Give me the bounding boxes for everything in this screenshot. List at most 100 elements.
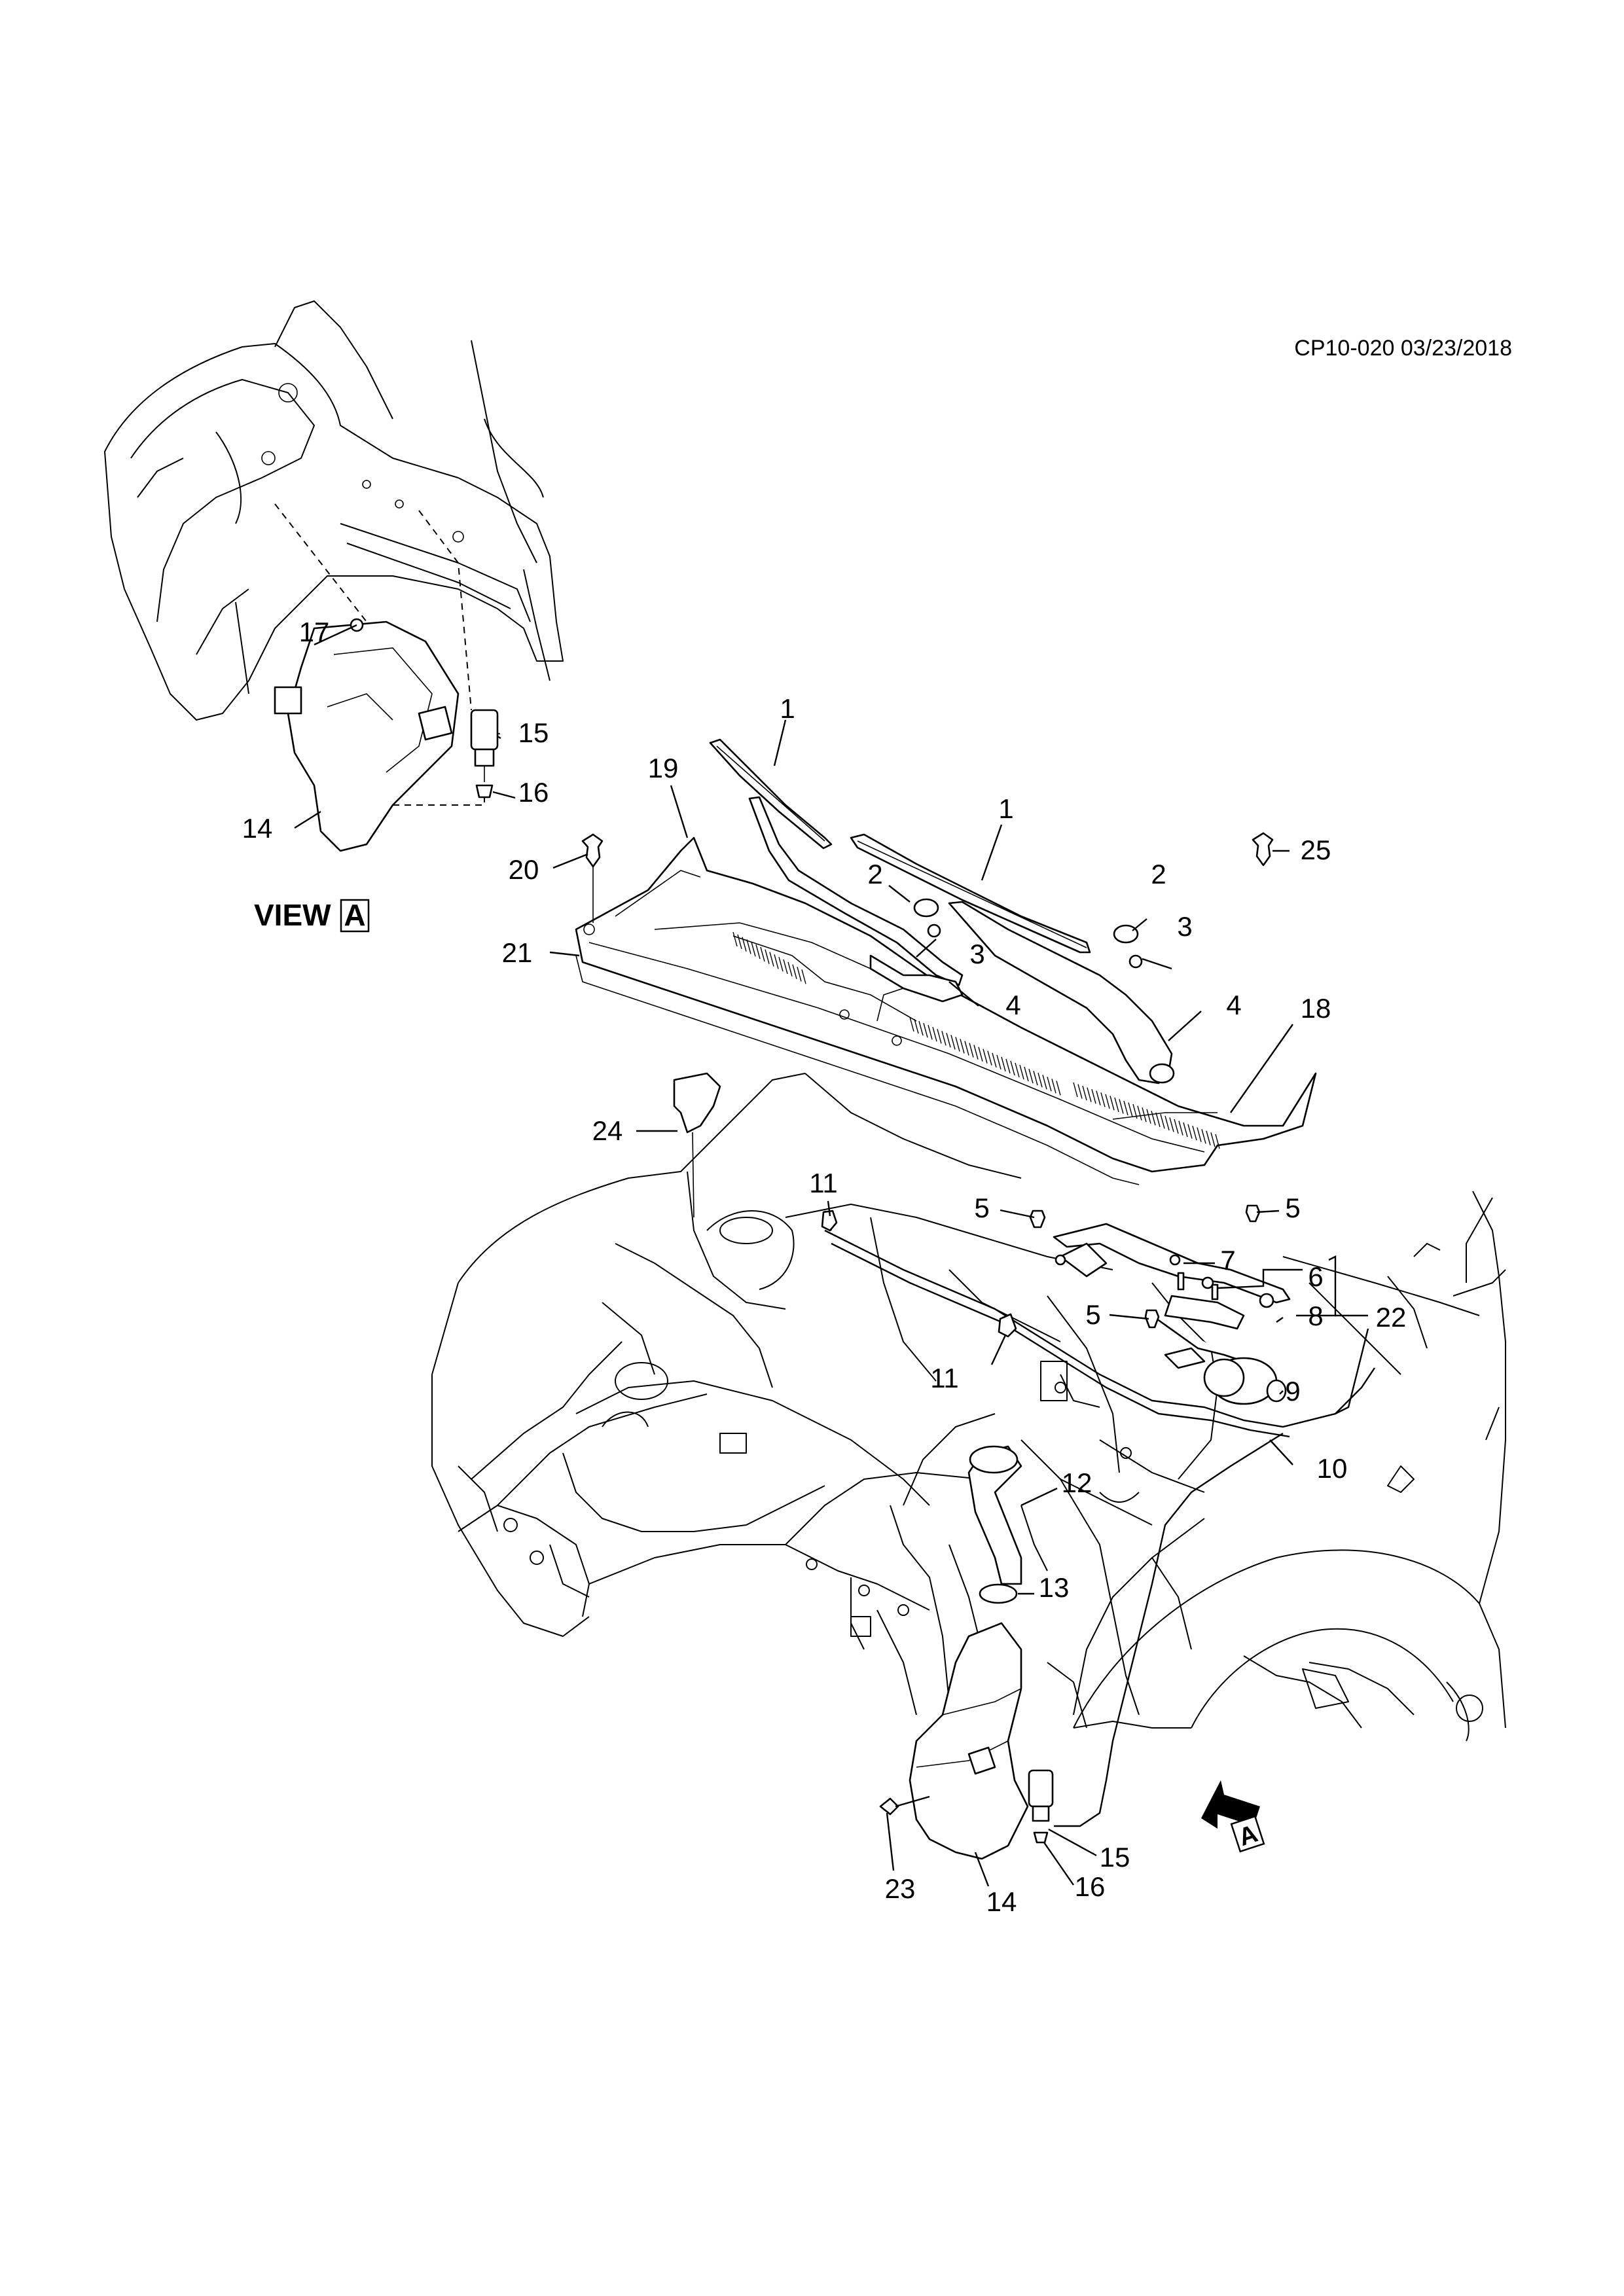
grille-hatch-line <box>778 956 784 972</box>
callout-4-arm-left: 4 <box>1005 990 1020 1020</box>
grille-hatch-line <box>1038 1073 1043 1088</box>
grille-hatch-line <box>914 1018 919 1034</box>
grille-hatch-line <box>1178 1121 1183 1136</box>
grille-hatch-line <box>1024 1066 1029 1082</box>
callout-1-blade-left: 1 <box>780 693 795 724</box>
grille-hatch-line <box>992 1052 997 1067</box>
grille-hatch-line <box>1110 1096 1115 1111</box>
callout-2-cap-right: 2 <box>1151 859 1166 889</box>
grille-hatch-line <box>1151 1111 1156 1126</box>
callout-17: 17 <box>299 617 330 647</box>
callout-20: 20 <box>509 854 539 885</box>
callout-1-blade-right: 1 <box>998 793 1013 824</box>
callout-labels: 1 1 2 2 3 3 4 4 5 5 5 6 7 8 9 10 11 11 1… <box>242 617 1407 1917</box>
grille-hatch-line <box>1105 1094 1110 1109</box>
grille-hatch-line <box>1015 1062 1020 1078</box>
reference-code: CP10-020 03/23/2018 <box>1294 336 1512 361</box>
grille-hatch-line <box>1005 1058 1011 1074</box>
grille-hatch-line <box>1100 1092 1106 1107</box>
view-a-label: VIEW A <box>254 898 370 933</box>
grille-hatch-line <box>1155 1112 1161 1128</box>
grille-hatch-line <box>909 1016 914 1032</box>
grille-hatch-line <box>987 1050 992 1066</box>
cowl-vent-grilles <box>732 931 1220 1149</box>
grille-hatch-line <box>1164 1115 1170 1131</box>
grille-hatch-line <box>797 967 802 982</box>
grille-hatch-line <box>1056 1081 1061 1096</box>
grille-hatch-line <box>769 952 774 967</box>
callout-11-lower: 11 <box>930 1363 959 1393</box>
callout-5-bolt-right: 5 <box>1285 1193 1300 1223</box>
grille-hatch-line <box>1096 1090 1101 1105</box>
callout-3-nut-left: 3 <box>969 939 984 969</box>
grille-hatch-line <box>978 1047 983 1062</box>
grille-hatch-line <box>960 1039 965 1054</box>
callout-4-arm-right: 4 <box>1226 990 1241 1020</box>
grille-hatch-line <box>765 949 770 964</box>
grille-hatch-line <box>923 1022 928 1038</box>
grille-hatch-line <box>964 1041 969 1056</box>
grille-hatch-line <box>1051 1079 1056 1094</box>
grille-hatch-line <box>1142 1107 1147 1122</box>
grille-hatch-line <box>1073 1082 1078 1098</box>
grille-hatch-line <box>928 1024 933 1040</box>
callout-11-upper: 11 <box>809 1168 838 1198</box>
grille-hatch-line <box>792 964 797 979</box>
callout-16-inset: 16 <box>518 777 549 808</box>
callout-16-main: 16 <box>1075 1871 1106 1902</box>
grille-hatch-line <box>1183 1122 1188 1138</box>
grille-hatch-line <box>1210 1132 1216 1147</box>
grille-hatch-line <box>1019 1064 1024 1080</box>
grille-hatch-line <box>973 1045 979 1060</box>
grille-hatch-line <box>1119 1099 1124 1114</box>
callout-5-bolt-upper-left: 5 <box>974 1193 989 1223</box>
grille-hatch-line <box>1114 1097 1119 1113</box>
grille-hatch-line <box>932 1027 937 1042</box>
callout-8: 8 <box>1308 1300 1323 1331</box>
grille-hatch-line <box>941 1031 947 1046</box>
grille-hatch-line <box>969 1043 974 1058</box>
view-label-letter: A <box>344 898 365 932</box>
wiper-arms <box>748 796 1175 1085</box>
callout-19: 19 <box>648 753 679 783</box>
grille-hatch-line <box>1137 1105 1142 1121</box>
grille-hatch-line <box>1169 1117 1174 1132</box>
callout-18: 18 <box>1301 993 1331 1024</box>
grille-hatch-line <box>1042 1075 1047 1090</box>
grille-hatch-line <box>1033 1070 1038 1086</box>
wiper-linkage-and-motor <box>581 832 1291 1405</box>
grille-hatch-line <box>1028 1068 1034 1084</box>
grille-hatch-line <box>1087 1087 1092 1102</box>
callout-13: 13 <box>1039 1572 1070 1603</box>
grille-hatch-line <box>1192 1125 1197 1141</box>
grille-hatch-line <box>946 1033 951 1048</box>
callout-9: 9 <box>1285 1376 1300 1407</box>
grille-hatch-line <box>1174 1119 1179 1134</box>
callout-6: 6 <box>1308 1261 1323 1292</box>
callout-3-nut-right: 3 <box>1177 911 1192 942</box>
callout-7: 7 <box>1220 1245 1235 1276</box>
grille-hatch-line <box>1047 1077 1052 1092</box>
view-a-arrow: A <box>1201 1780 1265 1853</box>
grille-hatch-line <box>774 954 779 969</box>
callout-21: 21 <box>502 937 533 968</box>
callout-22: 22 <box>1376 1302 1407 1333</box>
callout-25: 25 <box>1301 834 1331 865</box>
vehicle-front-structure <box>431 1073 1506 1742</box>
grille-hatch-line <box>1091 1088 1096 1104</box>
callout-24: 24 <box>592 1115 623 1146</box>
grille-hatch-line <box>918 1020 924 1036</box>
washer-hoses <box>821 1210 1375 1827</box>
callout-15-main: 15 <box>1100 1842 1130 1873</box>
grille-hatch-line <box>760 946 765 962</box>
grille-hatch-line <box>1132 1103 1138 1119</box>
grille-hatch-line <box>950 1035 956 1050</box>
grille-hatch-line <box>937 1029 942 1044</box>
view-a-inset-drawing <box>104 300 564 852</box>
grille-hatch-line <box>801 969 806 984</box>
grille-hatch-line <box>955 1037 960 1052</box>
grille-hatch-line <box>751 942 756 957</box>
grille-hatch-line <box>1001 1056 1006 1072</box>
grille-hatch-line <box>1197 1127 1202 1142</box>
